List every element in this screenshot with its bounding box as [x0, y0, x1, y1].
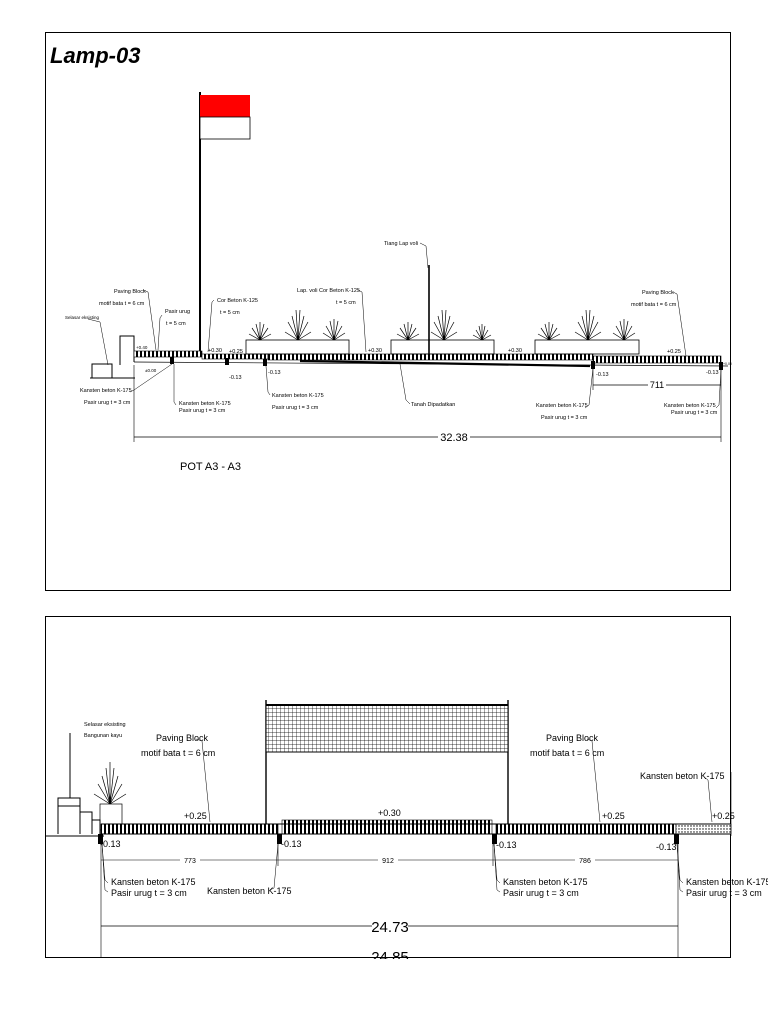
label-paving-2: Paving Block	[642, 290, 674, 296]
label-pasir-urug: Pasir urug	[165, 309, 190, 315]
label-lap-voli-b: t = 5 cm	[336, 300, 356, 306]
level-10: -0.13	[596, 372, 609, 378]
sheet-title: Lamp-03	[50, 43, 140, 68]
sheet-bottom-section	[45, 616, 731, 958]
top-level-marks: +0.40 ±0.00 +0.30 +0.25 -0.13 -0.13 +0.3…	[136, 345, 732, 381]
bottom-dimensions: 773 912 786 24.73 24.85	[100, 844, 679, 966]
kansten-markers-bottom	[98, 834, 679, 844]
label-paving-2-b: Paving Block	[546, 733, 599, 743]
label-paving-1-b: Paving Block	[156, 733, 209, 743]
label-kansten-4b-b: Pasir urug t = 3 cm	[686, 888, 762, 898]
level-b-4: +0.25	[712, 811, 735, 821]
label-kansten-2: Kansten beton K-175	[179, 401, 231, 407]
dim-711: 711	[650, 380, 664, 390]
label-kansten-4b: Pasir urug t = 3 cm	[541, 415, 588, 421]
level-7: +0.30	[368, 348, 382, 354]
label-tiang: Tiang Lap voli	[384, 241, 418, 247]
top-dimensions: 711 32.38	[133, 365, 722, 444]
level-b-7: -0.13	[496, 840, 517, 850]
level-b-8: -0.13	[656, 842, 677, 852]
label-paving-1b-b: motif bata t = 6 cm	[141, 748, 215, 758]
top-leader-lines	[87, 242, 722, 409]
dim-total-1: 24.73	[371, 919, 409, 936]
label-tanah: Tanah Dipadatkan	[411, 402, 455, 408]
label-kansten-4-b: Kansten beton K-175	[686, 877, 768, 887]
label-kansten-1: Kansten beton K-175	[80, 388, 132, 394]
label-paving-1: Paving Block	[114, 289, 146, 295]
level-3: +0.30	[208, 348, 222, 354]
level-b-3: +0.25	[602, 811, 625, 821]
level-b-5: -0.13	[100, 839, 121, 849]
label-selasar-b: Selasar eksisting	[84, 722, 126, 728]
label-kansten-4: Kansten beton K-175	[536, 403, 588, 409]
label-kansten-1b: Pasir urug t = 3 cm	[84, 400, 131, 406]
label-paving-2b: motif bata t = 6 cm	[631, 302, 677, 308]
bottom-labels: Selasar eksisting Bangunan kayu Paving B…	[84, 722, 768, 898]
existing-step	[90, 335, 135, 379]
label-kansten-5b: Pasir urug t = 3 cm	[671, 410, 718, 416]
dim-773: 773	[184, 858, 196, 865]
label-cor-beton: Cor Beton K-125	[217, 298, 258, 304]
level-8: +0.30	[508, 348, 522, 354]
existing-building	[46, 733, 104, 837]
top-labels: Selasar eksisting Paving Block motif bat…	[65, 241, 718, 421]
level-2: ±0.00	[145, 368, 157, 373]
label-kansten-3: Kansten beton K-175	[272, 393, 324, 399]
label-kansten-1-b: Kansten beton K-175	[111, 877, 196, 887]
plant-icons	[248, 309, 636, 341]
kansten-markers	[170, 357, 723, 370]
label-paving-2b-b: motif bata t = 6 cm	[530, 748, 604, 758]
dim-912: 912	[382, 858, 394, 865]
label-kansten-3-b: Kansten beton K-175	[503, 877, 588, 887]
label-pasir-urug-b: t = 5 cm	[166, 321, 186, 327]
sheet-clip-mask	[0, 959, 768, 1024]
label-kansten-3b-b: Pasir urug t = 3 cm	[503, 888, 579, 898]
ground-profile	[133, 350, 729, 368]
level-9: +0.25	[667, 349, 681, 355]
volleyball-net	[265, 700, 509, 824]
dim-786: 786	[579, 858, 591, 865]
dim-total-top: 32.38	[440, 432, 468, 444]
label-kansten-5: Kansten beton K-175	[664, 403, 716, 409]
level-4: +0.25	[229, 349, 243, 355]
label-bangunan-b: Bangunan kayu	[84, 733, 122, 739]
label-kansten-1b-b: Pasir urug t = 3 cm	[111, 888, 187, 898]
label-cor-beton-b: t = 5 cm	[220, 310, 240, 316]
bottom-level-marks: +0.25 +0.30 +0.25 +0.25 -0.13 -0.13 -0.1…	[100, 808, 735, 852]
planter-boxes	[245, 339, 640, 355]
sheet-top-section	[45, 32, 731, 591]
level-b-2: +0.30	[378, 808, 401, 818]
flag-white-stripe	[199, 116, 251, 140]
level-b-6: -0.13	[281, 839, 302, 849]
flag-red-stripe	[200, 95, 250, 117]
level-12: +0.00	[723, 362, 732, 366]
label-kansten-3b: Pasir urug t = 3 cm	[272, 405, 319, 411]
level-11: -0.13	[706, 370, 719, 376]
ground-profile-bottom	[100, 772, 732, 836]
label-selasar: Selasar eksisting	[65, 315, 100, 320]
label-lap-voli: Lap. voli Cor Beton K-125	[297, 288, 360, 294]
level-1: +0.40	[136, 345, 148, 350]
level-5: -0.13	[229, 375, 242, 381]
level-b-1: +0.25	[184, 811, 207, 821]
label-kansten-2-b: Kansten beton K-175	[207, 886, 292, 896]
level-6: -0.13	[268, 370, 281, 376]
label-kansten-right: Kansten beton K-175	[640, 771, 725, 781]
section-title: POT A3 - A3	[180, 461, 241, 473]
label-paving-1b: motif bata t = 6 cm	[99, 301, 145, 307]
flag-pole	[199, 92, 251, 352]
label-kansten-2b: Pasir urug t = 3 cm	[179, 408, 226, 414]
